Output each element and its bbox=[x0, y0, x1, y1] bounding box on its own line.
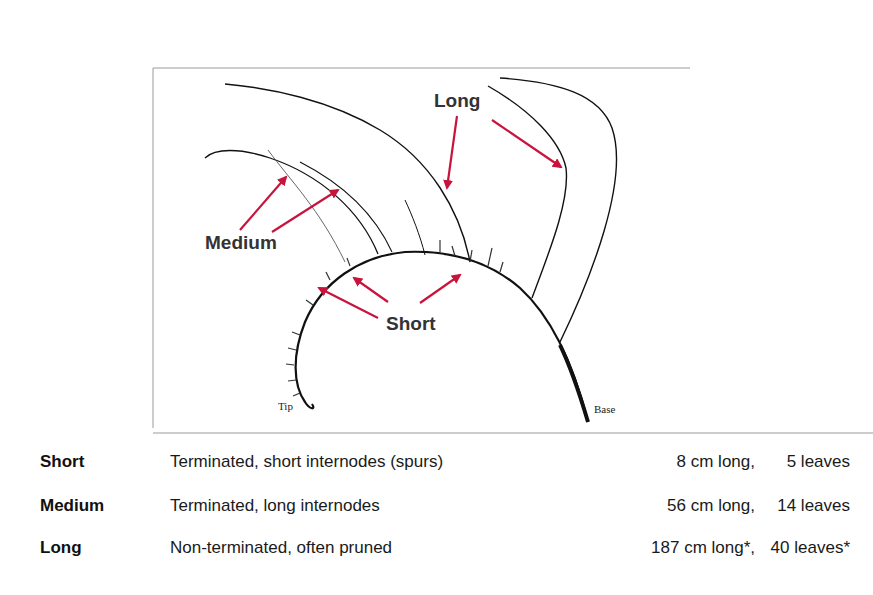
callout-label: Medium bbox=[205, 232, 277, 255]
table-cell: 187 cm long*, bbox=[651, 538, 755, 558]
table-cell: 8 cm long, bbox=[677, 452, 755, 472]
table-cell: Terminated, long internodes bbox=[170, 496, 380, 516]
table-cell: Non-terminated, often pruned bbox=[170, 538, 392, 558]
table-cell: 40 leaves* bbox=[771, 538, 850, 558]
table-cell: 5 leaves bbox=[787, 452, 850, 472]
callout-label: Long bbox=[434, 90, 480, 113]
row-heading: Medium bbox=[40, 496, 104, 516]
row-heading: Long bbox=[40, 538, 82, 558]
row-heading: Short bbox=[40, 452, 84, 472]
table-cell: 14 leaves bbox=[777, 496, 850, 516]
tip-label: Tip bbox=[278, 400, 293, 413]
callout-label: Short bbox=[386, 313, 436, 336]
table-cell: Terminated, short internodes (spurs) bbox=[170, 452, 443, 472]
table-cell: 56 cm long, bbox=[667, 496, 755, 516]
base-label: Base bbox=[594, 403, 615, 416]
